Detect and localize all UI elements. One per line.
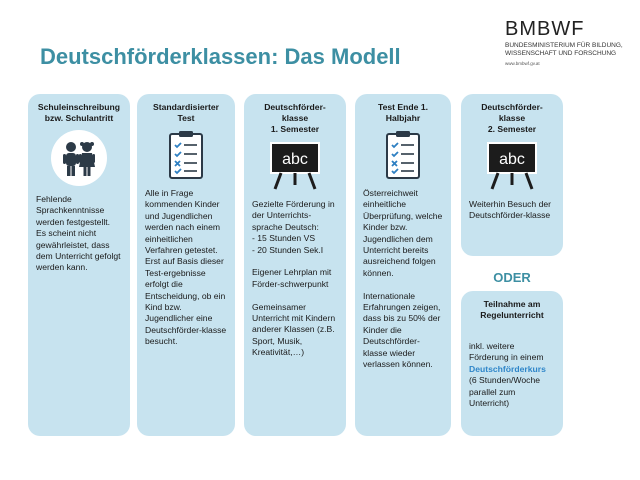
card-schuleinschreibung: Schuleinschreibung bzw. Schulantritt Feh… — [28, 94, 130, 436]
logo-subtitle: BUNDESMINISTERIUM FÜR BILDUNG, WISSENSCH… — [505, 42, 623, 57]
logo-name: BMBWF — [505, 18, 585, 40]
children-icon — [51, 130, 107, 186]
card-heading: Teilnahme am Regelunterricht — [480, 299, 544, 320]
deutschfoerderkurs-highlight: Deutschförderkurs — [469, 363, 546, 374]
card-heading: Test Ende 1. Halbjahr — [378, 102, 428, 123]
card-heading: Deutschförder-klasse 1. Semester — [264, 102, 326, 134]
board-text: abc — [499, 151, 525, 168]
card-regelunterricht: Teilnahme am Regelunterricht inkl. weite… — [461, 291, 563, 436]
board-text: abc — [282, 151, 308, 168]
card-heading: Deutschförder-klasse 2. Semester — [481, 102, 543, 134]
card-deutschfoerderklasse-1: Deutschförder-klasse 1. Semester abc Gez… — [244, 94, 346, 436]
checklist-icon — [169, 131, 203, 179]
card-test-ende-halbjahr: Test Ende 1. Halbjahr Österreichweit ein… — [355, 94, 451, 436]
logo-url: www.bmbwf.gv.at — [505, 61, 540, 66]
bmbwf-logo: BMBWF BUNDESMINISTERIUM FÜR BILDUNG, WIS… — [505, 18, 625, 66]
card-standardisierter-test: Standardisierter Test Alle in Frage komm… — [137, 94, 235, 436]
card-body: Gezielte Förderung in der Unterrichts-sp… — [252, 199, 336, 358]
card-body: Alle in Frage kommenden Kinder und Jugen… — [145, 188, 227, 347]
blackboard-abc-icon: abc — [270, 142, 320, 190]
card-deutschfoerderklasse-2: Deutschförder-klasse 2. Semester abc Wei… — [461, 94, 563, 256]
card-body: Fehlende Sprachkenntnisse werden festges… — [36, 194, 121, 273]
checklist-icon — [386, 131, 420, 179]
body-text: (6 Stunden/Woche parallel zum Unterricht… — [469, 375, 541, 409]
blackboard-abc-icon: abc — [487, 142, 537, 190]
card-body: Österreichweit einheitliche Überprüfung,… — [363, 188, 443, 370]
card-heading: Schuleinschreibung bzw. Schulantritt — [37, 102, 121, 123]
card-body: Weiterhin Besuch der Deutschförder-klass… — [469, 199, 552, 221]
body-text: inkl. weitere Förderung in einem — [469, 341, 544, 363]
card-heading: Standardisierter Test — [153, 102, 219, 123]
oder-label: ODER — [493, 270, 531, 285]
card-body: inkl. weitere Förderung in einem Deutsch… — [469, 341, 555, 409]
page-title: Deutschförderklassen: Das Modell — [40, 44, 401, 69]
